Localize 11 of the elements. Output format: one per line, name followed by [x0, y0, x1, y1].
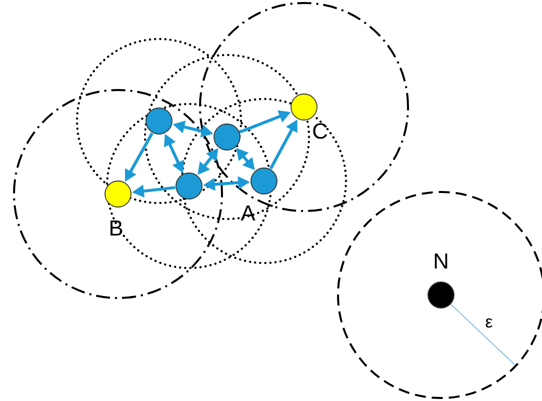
point-label: A [240, 205, 256, 221]
data-point [428, 282, 454, 308]
data-point [176, 172, 202, 200]
point-label: N [434, 253, 448, 269]
data-point [214, 124, 240, 150]
radius-label: ε [486, 318, 492, 328]
data-point [104, 180, 132, 208]
data-point [290, 94, 318, 120]
data-point [146, 108, 172, 134]
point-label: C [313, 123, 328, 139]
data-point [250, 168, 278, 194]
